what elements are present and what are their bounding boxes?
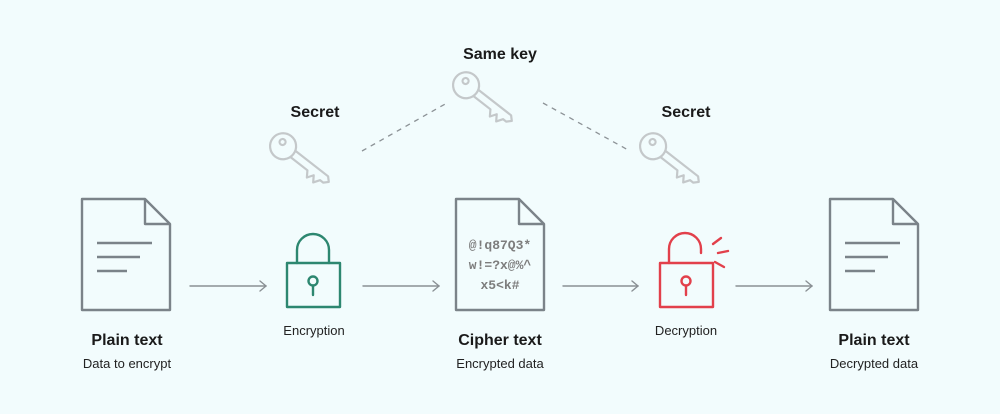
left-secret-key-icon xyxy=(268,132,330,184)
cipher-text-document-icon xyxy=(454,197,546,312)
dashed-connector-right xyxy=(542,102,631,152)
cipher-text-title: Cipher text xyxy=(458,332,542,349)
encryption-lock-icon xyxy=(285,232,342,309)
shared-key-icon xyxy=(451,71,513,123)
same-key-label: Same key xyxy=(463,46,537,63)
cipher-line: w!=?x@%^ xyxy=(468,258,532,273)
decryption-lock-icon xyxy=(658,231,730,309)
cipher-line: @!q87Q3* xyxy=(468,238,532,253)
cipher-text-subtitle: Encrypted data xyxy=(456,356,544,371)
cipher-text-content: @!q87Q3* w!=?x@%^ x5<k# xyxy=(469,236,531,296)
decrypted-text-document-icon xyxy=(828,197,920,312)
arrow-encryption-to-cipher xyxy=(362,280,441,292)
arrow-decryption-to-plain xyxy=(735,280,814,292)
arrow-plain-to-encryption xyxy=(189,280,268,292)
decrypted-text-title: Plain text xyxy=(838,332,910,349)
cipher-line: x5<k# xyxy=(480,278,520,293)
decryption-label: Decryption xyxy=(654,323,718,338)
encryption-label: Encryption xyxy=(283,323,345,338)
arrow-cipher-to-decryption xyxy=(562,280,640,292)
right-secret-key-icon xyxy=(638,132,700,184)
plain-text-title: Plain text xyxy=(91,332,163,349)
left-secret-label: Secret xyxy=(290,104,340,121)
right-secret-label: Secret xyxy=(661,104,711,121)
decrypted-text-subtitle: Decrypted data xyxy=(829,356,919,371)
plain-text-subtitle: Data to encrypt xyxy=(82,356,172,371)
plain-text-document-icon xyxy=(80,197,172,312)
dashed-connector-left xyxy=(361,102,448,152)
